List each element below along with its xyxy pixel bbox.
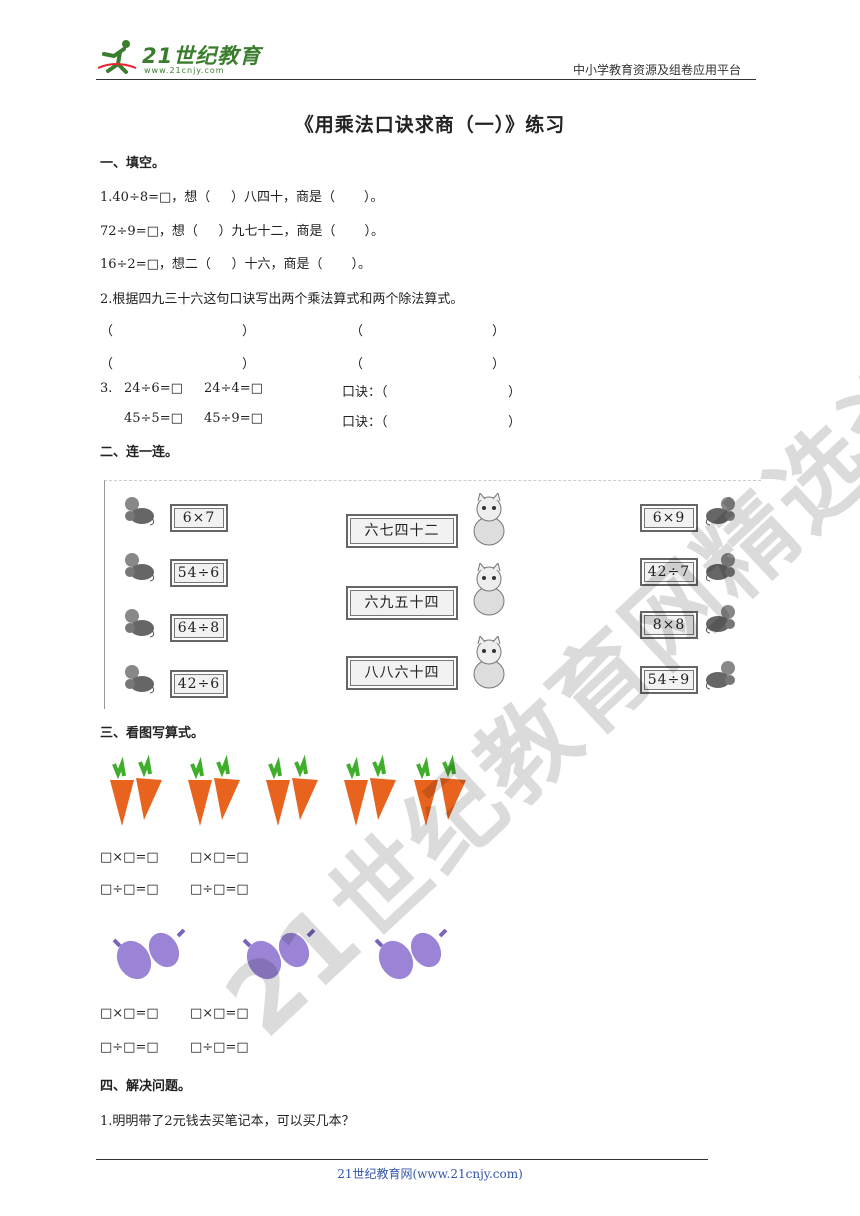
carrot-group-icon	[110, 754, 162, 826]
question-2: 2.根据四九三十六这句口诀写出两个乘法算式和两个除法算式。	[100, 292, 464, 307]
footer-divider	[96, 1159, 708, 1160]
section3-heading: 三、看图写算式。	[100, 726, 205, 741]
answer-paren-open: （	[100, 357, 114, 372]
carrot-div-1: □÷□=□	[100, 882, 159, 897]
mouse-icon	[705, 497, 735, 526]
logo-url: www.21cnjy.com	[144, 66, 225, 75]
left-card[interactable]: 6×7	[170, 504, 228, 532]
answer-paren-open: （	[350, 324, 364, 339]
logo-text: 21世纪教育	[142, 44, 262, 68]
q3-expr: 24÷6=□	[124, 381, 183, 396]
right-card[interactable]: 54÷9	[640, 666, 698, 694]
right-card[interactable]: 6×9	[640, 504, 698, 532]
left-card[interactable]: 42÷6	[170, 670, 228, 698]
page-title: 《用乘法口诀求商（一）》练习	[294, 114, 566, 136]
left-item	[122, 552, 156, 586]
mouse-icon	[705, 605, 735, 634]
left-item	[122, 496, 156, 530]
answer-paren-close: ）	[492, 324, 506, 339]
logo: 21世纪教育 www.21cnjy.com	[96, 38, 266, 78]
candy-group-icon	[242, 928, 316, 980]
platform-name: 中小学教育资源及组卷应用平台	[573, 63, 742, 77]
mouse-icon	[125, 609, 155, 638]
mouse-icon	[125, 665, 155, 694]
question-1-line2: 72÷9=□，想（ ）九七十二，商是（ ）。	[100, 224, 384, 239]
mouse-icon	[705, 553, 735, 582]
mouse-icon	[125, 497, 155, 526]
carrot-mult-2: □×□=□	[190, 850, 249, 865]
middle-card[interactable]: 六七四十二	[346, 514, 458, 548]
question-3-number: 3.	[100, 381, 113, 396]
cat-icon	[473, 563, 505, 616]
candy-group-icon	[112, 928, 186, 980]
candy-div-2: □÷□=□	[190, 1040, 249, 1055]
cat-icon	[473, 493, 505, 546]
answer-paren-close: ）	[242, 324, 256, 339]
mouse-icon	[125, 553, 155, 582]
right-card[interactable]: 42÷7	[640, 558, 698, 586]
carrot-group-icon	[188, 754, 240, 826]
q3-paren-close: ）	[508, 415, 522, 430]
answer-paren-close: ）	[242, 357, 256, 372]
carrot-group-icon	[266, 754, 318, 826]
runner-icon	[97, 40, 137, 74]
q3-paren-close: ）	[508, 385, 522, 400]
matching-panel	[104, 480, 761, 709]
left-item	[122, 608, 156, 642]
q3-rhyme-label: 口诀：（	[342, 385, 388, 400]
problem-1: 1.明明带了2元钱去买笔记本，可以买几本？	[100, 1114, 355, 1129]
carrot-row	[100, 754, 480, 830]
q3-rhyme-label: 口诀：（	[342, 415, 388, 430]
carrot-div-2: □÷□=□	[190, 882, 249, 897]
carrot-mult-1: □×□=□	[100, 850, 159, 865]
candy-mult-1: □×□=□	[100, 1006, 159, 1021]
section1-heading: 一、填空。	[100, 156, 166, 171]
carrot-group-icon	[344, 754, 396, 826]
cat-icon	[473, 636, 505, 689]
left-card[interactable]: 64÷8	[170, 614, 228, 642]
left-item	[122, 664, 156, 698]
q3-expr: 24÷4=□	[204, 381, 263, 396]
q3-expr: 45÷5=□	[124, 411, 183, 426]
section2-heading: 二、连一连。	[100, 445, 179, 460]
header-divider	[96, 79, 756, 80]
answer-paren-open: （	[100, 324, 114, 339]
middle-card[interactable]: 八八六十四	[346, 656, 458, 690]
answer-paren-close: ）	[492, 357, 506, 372]
candy-group-icon	[374, 928, 448, 980]
question-1-line3: 16÷2=□，想二（ ）十六，商是（ ）。	[100, 257, 371, 272]
mouse-icon	[705, 661, 735, 690]
carrot-group-icon	[414, 754, 466, 826]
candy-mult-2: □×□=□	[190, 1006, 249, 1021]
candy-div-1: □÷□=□	[100, 1040, 159, 1055]
middle-card[interactable]: 六九五十四	[346, 586, 458, 620]
left-card[interactable]: 54÷6	[170, 559, 228, 587]
q3-expr: 45÷9=□	[204, 411, 263, 426]
question-1-line1: 1.40÷8=□，想（ ）八四十，商是（ ）。	[100, 190, 384, 205]
right-card[interactable]: 8×8	[640, 611, 698, 639]
candy-row	[100, 920, 460, 986]
answer-paren-open: （	[350, 357, 364, 372]
footer-text: 21世纪教育网(www.21cnjy.com)	[337, 1167, 523, 1181]
section4-heading: 四、解决问题。	[100, 1079, 192, 1094]
